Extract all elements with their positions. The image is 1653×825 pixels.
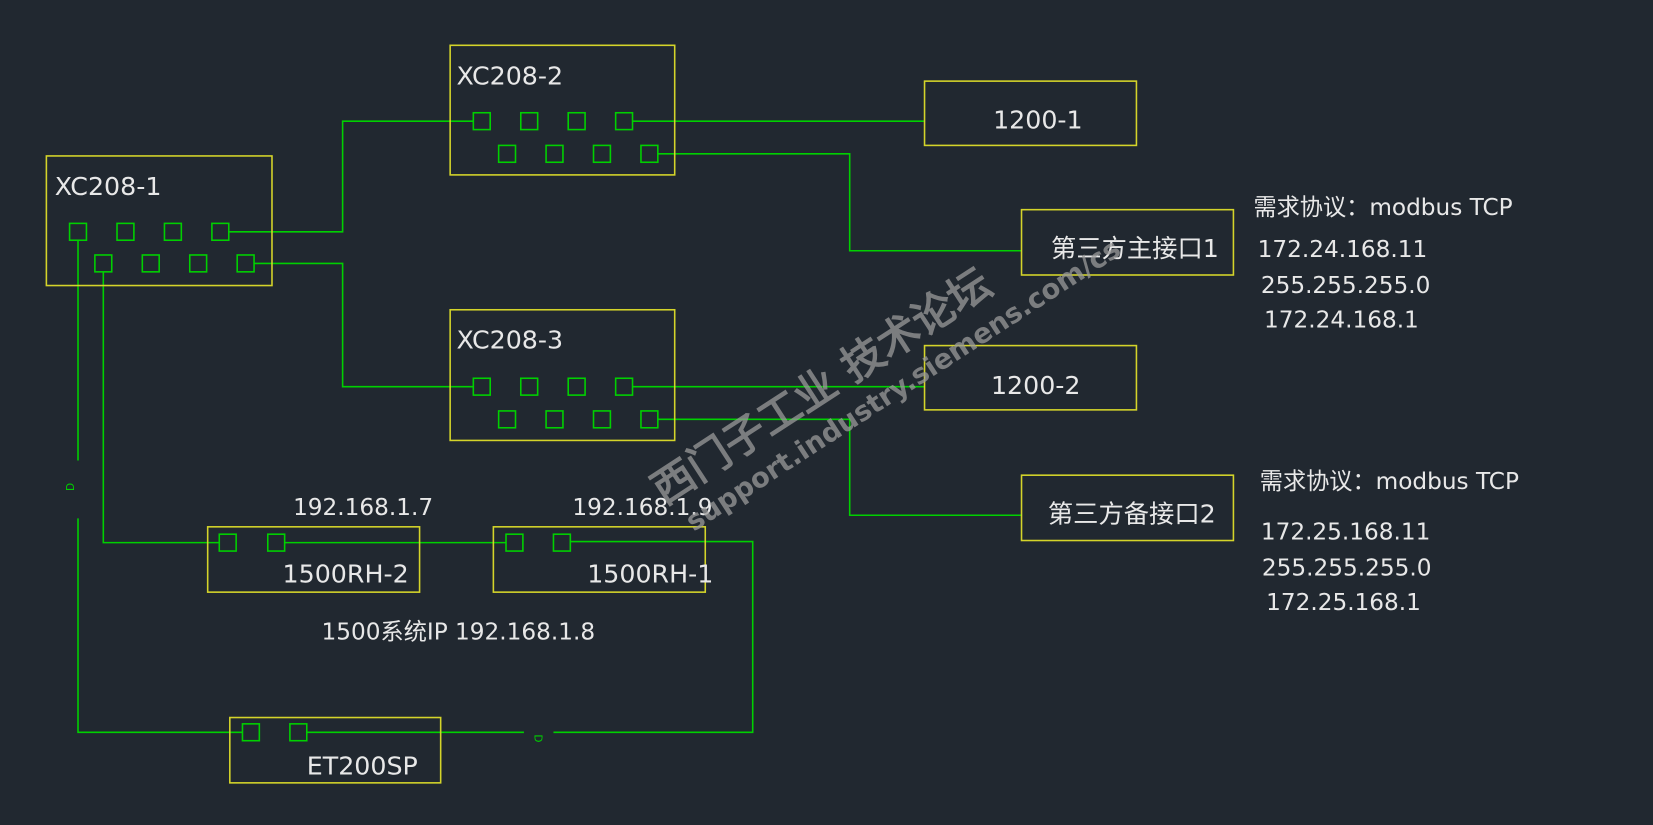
main-interface-notes: 需求协议：modbus TCP 172.24.168.11 255.255.25… xyxy=(1253,194,1512,334)
gateway-label: 172.24.168.1 xyxy=(1264,307,1419,334)
third-party-main[interactable]: 第三方主接口1 xyxy=(1020,208,1235,276)
ip-label: 172.25.168.11 xyxy=(1261,518,1431,545)
rh1-ip-label: 192.168.1.9 xyxy=(572,494,712,521)
device-label: XC208-3 xyxy=(456,326,563,355)
device-label: 第三方备接口2 xyxy=(1048,500,1216,529)
wire-xc1-xc3 xyxy=(254,262,474,388)
wires: D D xyxy=(65,120,1022,742)
cpu-1500rh-2[interactable]: 1500RH-2 xyxy=(206,526,421,593)
wire-xc1-et200sp-b xyxy=(77,518,243,734)
device-label: XC208-1 xyxy=(55,172,162,201)
line-marker-2: D xyxy=(531,734,543,742)
device-label: 第三方主接口1 xyxy=(1051,234,1219,263)
et200sp[interactable]: ET200SP xyxy=(229,716,442,784)
device-label: 1200-2 xyxy=(991,371,1081,400)
mask-label: 255.255.255.0 xyxy=(1262,554,1432,581)
device-label: 1500RH-1 xyxy=(587,560,713,589)
wire-xc2-third-main xyxy=(657,153,1022,252)
protocol-label: 需求协议：modbus TCP xyxy=(1253,194,1512,221)
device-label: ET200SP xyxy=(307,751,418,780)
plc-1200-1[interactable]: 1200-1 xyxy=(923,80,1138,147)
line-marker-1: D xyxy=(65,483,77,491)
gateway-label: 172.25.168.1 xyxy=(1266,589,1421,616)
device-label: 1500RH-2 xyxy=(283,560,409,589)
rh2-ip-label: 192.168.1.7 xyxy=(293,494,433,521)
wire-rh1-et200sp-a xyxy=(553,540,754,734)
wire-xc3-third-backup xyxy=(657,418,1022,517)
mask-label: 255.255.255.0 xyxy=(1261,272,1431,299)
switch-xc208-2[interactable]: XC208-2 xyxy=(449,44,676,176)
plc-1200-2[interactable]: 1200-2 xyxy=(923,344,1138,411)
device-label: XC208-2 xyxy=(456,61,563,90)
switch-xc208-1[interactable]: XC208-1 xyxy=(45,155,273,287)
ip-label: 172.24.168.11 xyxy=(1258,236,1428,263)
cpu-1500rh-1[interactable]: 1500RH-1 xyxy=(492,526,713,593)
wire-xc1-rh2 xyxy=(102,271,220,544)
wire-xc1-xc2 xyxy=(228,120,474,233)
protocol-label: 需求协议：modbus TCP xyxy=(1260,468,1519,495)
third-party-backup[interactable]: 第三方备接口2 xyxy=(1020,474,1235,542)
switch-xc208-3[interactable]: XC208-3 xyxy=(449,308,676,442)
system-ip-label: 1500系统IP 192.168.1.8 xyxy=(322,619,596,646)
backup-interface-notes: 需求协议：modbus TCP 172.25.168.11 255.255.25… xyxy=(1260,468,1519,616)
device-label: 1200-1 xyxy=(993,106,1083,135)
